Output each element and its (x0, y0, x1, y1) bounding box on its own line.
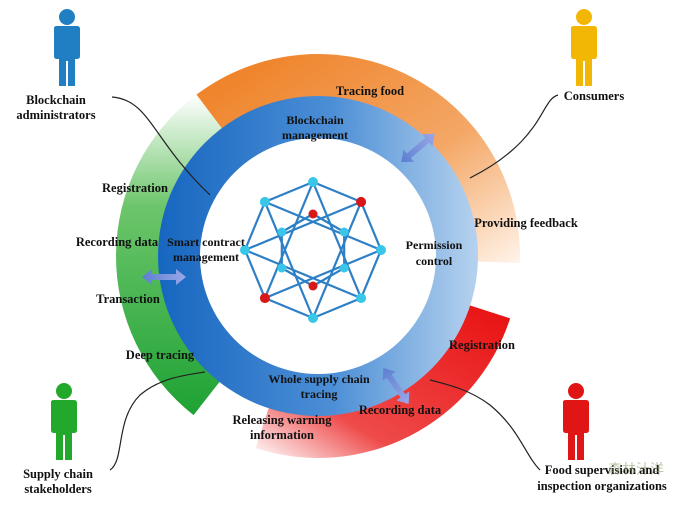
network-edge (312, 180, 362, 203)
label-permission-1: Permission (406, 238, 463, 252)
network-edge (244, 200, 362, 252)
network-node (376, 245, 386, 255)
network-edge (360, 249, 383, 299)
network-edge (312, 213, 345, 233)
watermark: 森林汁洋 (608, 462, 664, 478)
label-warning-2: information (250, 428, 314, 442)
network-edge (311, 201, 363, 319)
label-recording-supply: Recording data (76, 235, 159, 249)
connector-supervision (429, 379, 541, 471)
outer-segment-warning (193, 380, 270, 449)
person-body (51, 400, 77, 460)
connector-admins (111, 96, 211, 196)
network-edge (312, 297, 362, 320)
network-node (339, 227, 349, 237)
network-edge (264, 200, 382, 252)
network-node (259, 196, 270, 207)
person-head (568, 383, 584, 399)
person-head (576, 9, 592, 25)
person-head (59, 9, 75, 25)
label-whole-chain-1: Whole supply chain (268, 372, 370, 386)
network-edge (264, 297, 314, 320)
label-registration-supply: Registration (102, 181, 168, 195)
outer-segment-supervision (255, 304, 511, 458)
network-edge (244, 248, 362, 300)
network-edge (243, 249, 266, 299)
label-supervision-2: inspection organizations (537, 479, 667, 493)
network-edge (263, 201, 315, 319)
network-node (277, 227, 287, 237)
network-node (308, 313, 318, 323)
label-smart-contract-1: Smart contract (167, 235, 245, 249)
network-node (277, 263, 287, 273)
label-transaction: Transaction (96, 292, 160, 306)
network-edge (263, 181, 315, 299)
person-icon-consumer (571, 9, 597, 86)
person-body (571, 26, 597, 86)
connector-consumers (469, 94, 559, 179)
label-supervision-1: Food supervision and (545, 463, 660, 477)
label-smart-contract-2: management (173, 250, 239, 264)
outer-segment-consumers (196, 54, 521, 264)
arrow-left-icon (142, 269, 186, 285)
network-edge (312, 267, 345, 287)
network-node (308, 281, 318, 291)
network-node (308, 209, 318, 219)
person-body (54, 26, 80, 86)
label-tracing-food: Tracing food (336, 84, 404, 98)
arrow-bottom-icon (382, 367, 410, 405)
label-consumers: Consumers (564, 89, 625, 103)
label-admins-2: administrators (16, 108, 95, 122)
label-providing-feedback: Providing feedback (474, 216, 578, 230)
label-admins-1: Blockchain (26, 93, 86, 107)
blockchain-network-graph (240, 177, 386, 323)
person-body (563, 400, 589, 460)
network-node (308, 177, 318, 187)
label-blockchain-mgmt-2: management (282, 128, 348, 142)
label-supply-1: Supply chain (23, 467, 93, 481)
label-permission-2: control (416, 254, 453, 268)
network-edge (264, 180, 314, 203)
label-deep-tracing: Deep tracing (126, 348, 195, 362)
network-node (356, 196, 367, 207)
network-edge (243, 201, 266, 251)
network-node (259, 293, 270, 304)
label-blockchain-mgmt-1: Blockchain (286, 113, 344, 127)
network-node (356, 293, 367, 304)
network-node (240, 245, 250, 255)
label-whole-chain-2: tracing (301, 387, 338, 401)
network-edge (281, 213, 314, 233)
connector-supply (109, 371, 206, 471)
person-icon-supervision (563, 383, 589, 460)
label-supply-2: stakeholders (24, 482, 92, 496)
network-edge (311, 181, 363, 299)
network-edge (360, 201, 383, 251)
person-icon-admin (54, 9, 80, 86)
person-head (56, 383, 72, 399)
label-recording-supervision: Recording data (359, 403, 442, 417)
label-registration-supervision: Registration (449, 338, 515, 352)
network-node (339, 263, 349, 273)
outer-segment-supply-chain (115, 94, 223, 416)
person-icon-supply (51, 383, 77, 460)
label-warning-1: Releasing warning (233, 413, 333, 427)
network-edge (281, 267, 314, 287)
arrow-top-right-icon (401, 133, 435, 163)
network-edge (264, 248, 382, 300)
